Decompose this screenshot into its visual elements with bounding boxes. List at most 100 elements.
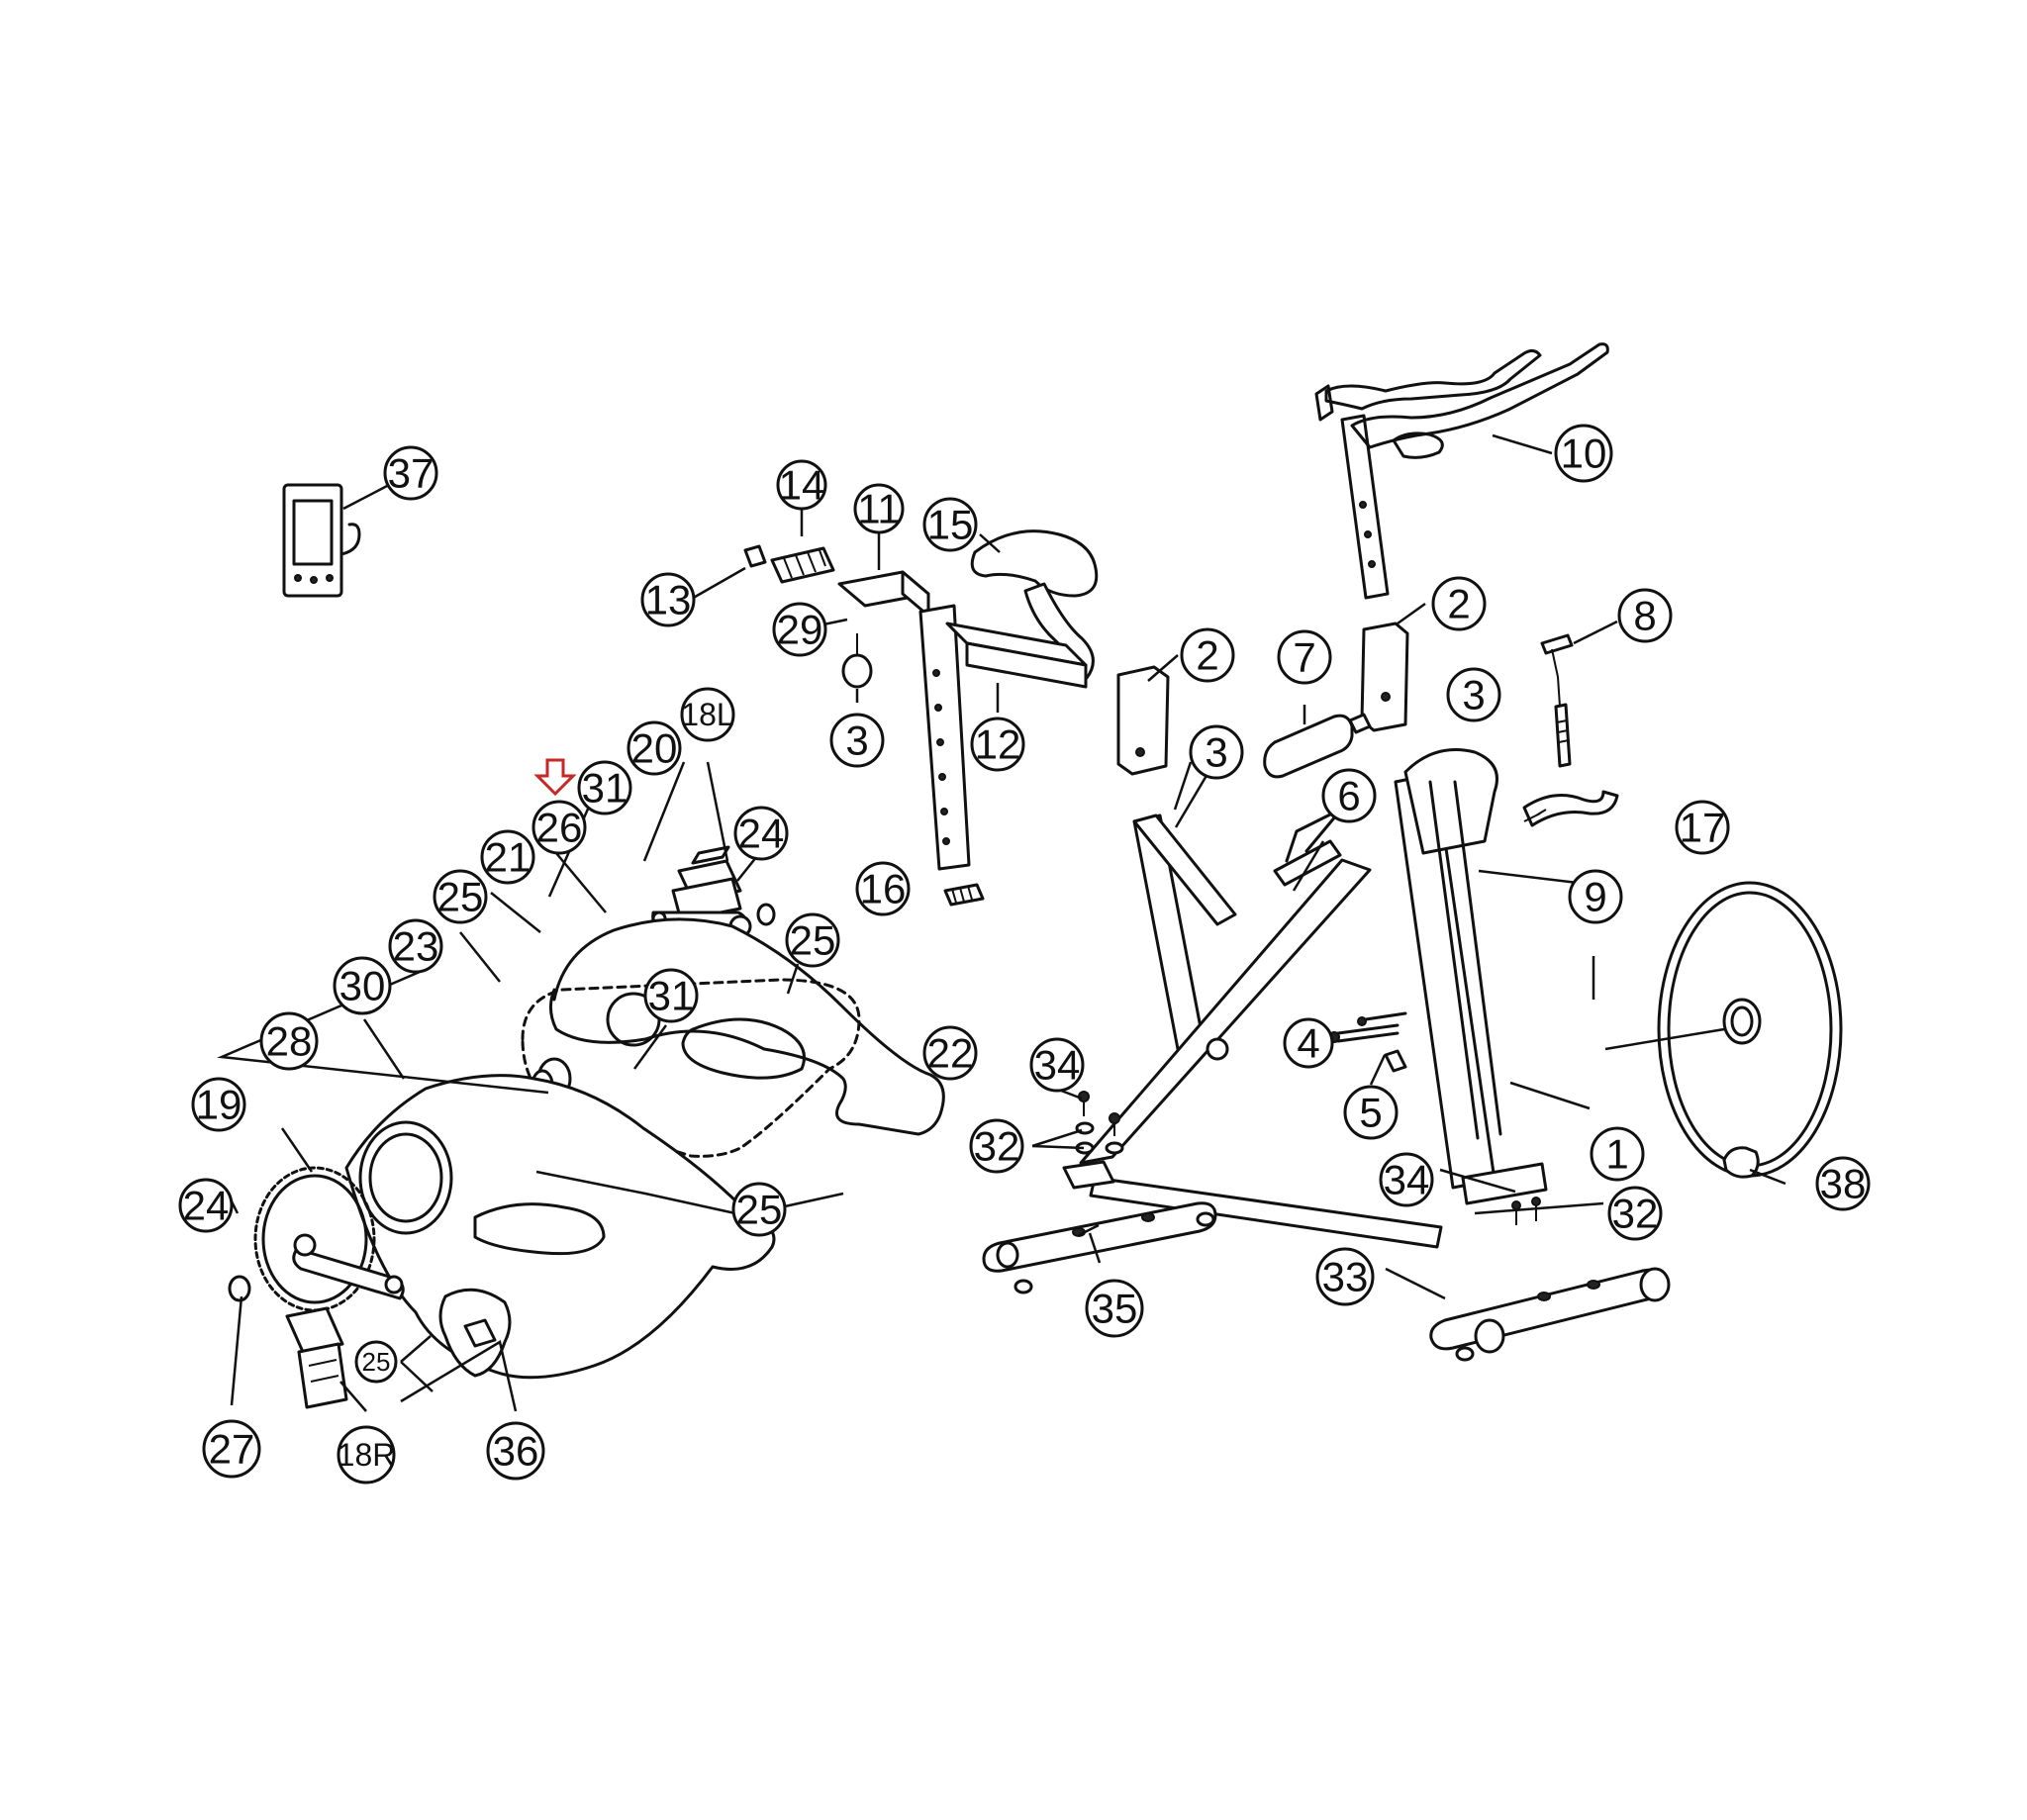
part-chain-guard-inner bbox=[344, 1074, 776, 1380]
svg-text:11: 11 bbox=[857, 486, 901, 532]
part-seat-post bbox=[837, 570, 971, 871]
svg-text:1: 1 bbox=[1605, 1131, 1628, 1178]
svg-text:9: 9 bbox=[1584, 874, 1606, 920]
svg-text:13: 13 bbox=[645, 577, 692, 623]
callout-27: 27 bbox=[202, 1419, 261, 1479]
part-chain-guard-outer bbox=[549, 917, 945, 1136]
callout-29: 29 bbox=[772, 602, 827, 657]
callout-5: 5 bbox=[1343, 1085, 1399, 1140]
part-cover-plate bbox=[438, 1288, 512, 1378]
part-front-stabilizer bbox=[982, 1160, 1217, 1294]
svg-text:16: 16 bbox=[860, 866, 907, 912]
callout-2a: 2 bbox=[1180, 627, 1235, 683]
svg-text:8: 8 bbox=[1633, 593, 1656, 639]
svg-text:18L: 18L bbox=[681, 697, 733, 732]
svg-text:21: 21 bbox=[485, 834, 531, 881]
callout-25c: 25 bbox=[731, 1182, 787, 1237]
svg-text:30: 30 bbox=[339, 963, 386, 1009]
part-sleeve-a bbox=[1116, 665, 1170, 776]
callout-24a: 24 bbox=[733, 806, 789, 861]
part-bottle-cage bbox=[1273, 810, 1342, 887]
svg-text:31: 31 bbox=[582, 765, 628, 812]
svg-text:37: 37 bbox=[388, 450, 434, 497]
part-water-bottle bbox=[1263, 713, 1372, 779]
callout-23: 23 bbox=[388, 918, 443, 974]
callout-1: 1 bbox=[1590, 1126, 1645, 1182]
callout-32b: 32 bbox=[1607, 1186, 1663, 1241]
svg-text:19: 19 bbox=[196, 1082, 242, 1128]
callout-31b: 31 bbox=[643, 968, 699, 1023]
svg-text:7: 7 bbox=[1293, 634, 1315, 681]
callout-34b: 34 bbox=[1379, 1152, 1434, 1207]
svg-text:27: 27 bbox=[209, 1426, 255, 1473]
callout-16: 16 bbox=[855, 861, 911, 916]
svg-text:38: 38 bbox=[1820, 1161, 1867, 1207]
part-tension-knob bbox=[1540, 633, 1574, 768]
callout-25a: 25 bbox=[433, 869, 488, 924]
svg-text:25: 25 bbox=[362, 1347, 391, 1377]
svg-text:25: 25 bbox=[790, 917, 836, 964]
svg-text:34: 34 bbox=[1034, 1042, 1081, 1089]
svg-text:6: 6 bbox=[1337, 773, 1360, 819]
callout-3c: 3 bbox=[1446, 667, 1501, 722]
part-seat-slider bbox=[945, 622, 1088, 689]
part-console bbox=[282, 483, 361, 598]
callout-19: 19 bbox=[191, 1077, 246, 1132]
callout-10: 10 bbox=[1554, 424, 1613, 483]
part-left-pedal bbox=[671, 845, 742, 922]
svg-text:3: 3 bbox=[1462, 672, 1485, 718]
svg-text:31: 31 bbox=[648, 973, 695, 1019]
callout-4: 4 bbox=[1283, 1017, 1334, 1069]
callout-25d: 25 bbox=[354, 1340, 398, 1384]
svg-text:32: 32 bbox=[1612, 1191, 1659, 1237]
part-sleeve-b bbox=[1360, 622, 1409, 732]
svg-text:24: 24 bbox=[183, 1183, 230, 1229]
svg-text:14: 14 bbox=[779, 462, 825, 509]
svg-text:3: 3 bbox=[1205, 729, 1227, 776]
callout-20: 20 bbox=[627, 720, 682, 776]
part-crank-cap-a bbox=[756, 903, 776, 926]
svg-text:23: 23 bbox=[393, 923, 439, 970]
svg-text:18R: 18R bbox=[338, 1437, 396, 1473]
part-grip-insert bbox=[770, 546, 835, 584]
callout-2b: 2 bbox=[1431, 576, 1487, 631]
callout-32a: 32 bbox=[969, 1118, 1024, 1174]
part-bolts bbox=[1328, 1011, 1407, 1073]
svg-text:12: 12 bbox=[975, 721, 1021, 768]
callout-9: 9 bbox=[1568, 869, 1623, 924]
callout-37: 37 bbox=[383, 445, 438, 501]
callout-25b: 25 bbox=[785, 912, 840, 968]
svg-text:28: 28 bbox=[266, 1018, 313, 1065]
callout-28: 28 bbox=[259, 1011, 319, 1071]
callout-14: 14 bbox=[776, 459, 827, 511]
svg-text:34: 34 bbox=[1384, 1157, 1430, 1203]
callout-35: 35 bbox=[1085, 1279, 1144, 1338]
svg-text:4: 4 bbox=[1297, 1020, 1319, 1067]
part-rear-stabilizer bbox=[1429, 1267, 1671, 1362]
svg-text:20: 20 bbox=[631, 725, 678, 772]
callout-34a: 34 bbox=[1029, 1037, 1085, 1093]
callout-17: 17 bbox=[1675, 800, 1730, 855]
callout-3a: 3 bbox=[829, 713, 885, 768]
callout-8: 8 bbox=[1617, 588, 1673, 643]
svg-text:22: 22 bbox=[927, 1030, 974, 1077]
part-flywheel bbox=[1657, 881, 1843, 1178]
callout-31a: 31 bbox=[577, 760, 632, 815]
part-handlebar bbox=[1314, 342, 1609, 600]
svg-text:2: 2 bbox=[1447, 581, 1470, 627]
part-crank-cap-b bbox=[228, 1275, 251, 1302]
callout-7: 7 bbox=[1277, 629, 1332, 685]
callout-33: 33 bbox=[1315, 1247, 1375, 1306]
part-rubber-insert bbox=[943, 883, 985, 907]
callout-3b: 3 bbox=[1189, 724, 1244, 780]
part-end-cap bbox=[743, 544, 767, 568]
svg-text:29: 29 bbox=[777, 607, 823, 653]
callout-24b: 24 bbox=[178, 1178, 234, 1233]
svg-text:2: 2 bbox=[1196, 632, 1218, 679]
svg-text:35: 35 bbox=[1092, 1286, 1138, 1332]
callout-36: 36 bbox=[486, 1421, 545, 1481]
callout-18L: 18L bbox=[680, 687, 735, 742]
callout-11: 11 bbox=[853, 483, 905, 534]
callout-15: 15 bbox=[922, 497, 978, 552]
